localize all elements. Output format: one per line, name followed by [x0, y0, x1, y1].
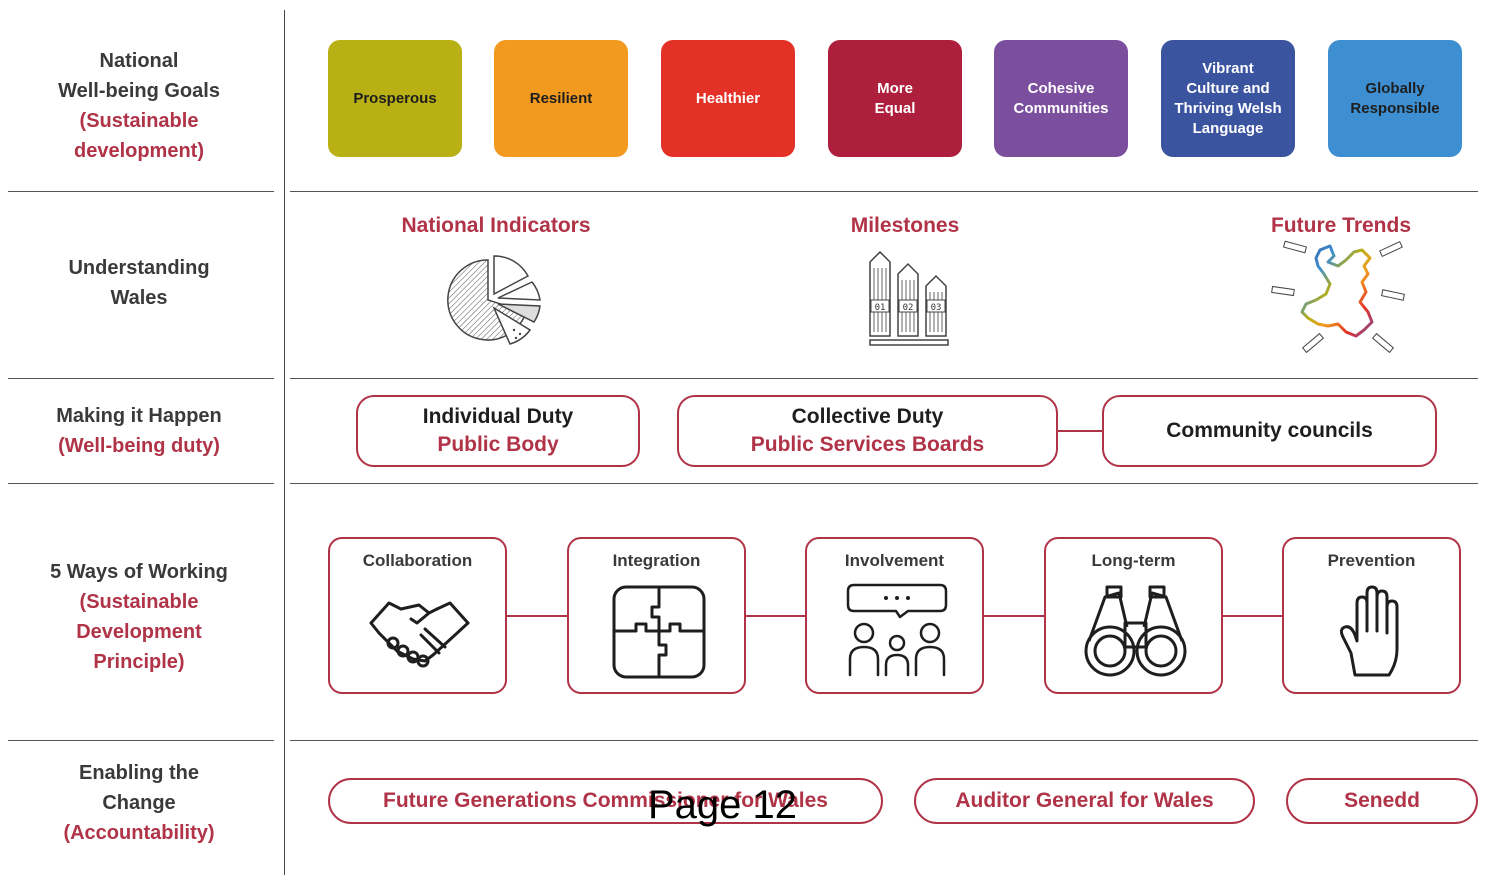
way-involvement: Involvement [805, 537, 984, 694]
goal-prosperous: Prosperous [328, 40, 462, 157]
ways-connector [982, 615, 1044, 617]
way-label: Involvement [844, 551, 945, 570]
column-divider [284, 10, 285, 875]
ways-connector [744, 615, 806, 617]
milestone-label: 01 [875, 303, 886, 313]
goal-resilient: Resilient [494, 40, 628, 157]
accountability-auditor-general: Auditor General for Wales [914, 778, 1255, 824]
way-collaboration: Collaboration [328, 537, 507, 694]
row-label-understanding: Understanding Wales [68, 257, 210, 309]
way-label: Prevention [1327, 551, 1416, 570]
milestone-label: 03 [931, 303, 942, 313]
way-integration: Integration [567, 537, 746, 694]
row-label-enabling: Enabling the Change (Accountability) [63, 762, 215, 844]
duty-individual: Individual Duty Public Body [356, 395, 640, 467]
goal-vibrant-culture: Vibrant Culture and Thriving Welsh Langu… [1161, 40, 1295, 157]
page-number: Page 12 [648, 783, 798, 827]
ways-connector [1221, 615, 1283, 617]
goal-globally-responsible: Globally Responsible [1328, 40, 1462, 157]
way-label: Integration [612, 551, 701, 570]
milestones-title: Milestones [850, 214, 960, 237]
milestone-label: 02 [903, 303, 914, 313]
row-divider [290, 191, 1478, 192]
people-speech-icon [846, 583, 948, 677]
row-divider [290, 378, 1478, 379]
row-label-ways: 5 Ways of Working (Sustainable Developme… [50, 561, 228, 673]
puzzle-icon [612, 585, 706, 679]
accountability-future-generations-commissioner: Future Generations Commissioner for Wale… [328, 778, 883, 824]
way-label: Collaboration [362, 551, 473, 570]
way-prevention: Prevention [1282, 537, 1461, 694]
goal-healthier: Healthier [661, 40, 795, 157]
binoculars-icon [1084, 585, 1187, 677]
row-label-making: Making it Happen (Well-being duty) [56, 405, 222, 457]
way-label: Long-term [1091, 551, 1176, 570]
row-divider [8, 378, 274, 379]
row-divider [290, 740, 1478, 741]
pie-chart-sketch-icon [447, 255, 541, 345]
row-divider [290, 483, 1478, 484]
wales-map-arrows-icon [1271, 240, 1405, 354]
duty-collective: Collective Duty Public Services Boards [677, 395, 1058, 467]
row-divider [8, 483, 274, 484]
duty-community-councils: Community councils [1102, 395, 1437, 467]
national-indicators-title: National Indicators [401, 214, 591, 237]
row-divider [8, 740, 274, 741]
row-divider [8, 191, 274, 192]
handshake-icon [369, 601, 470, 668]
accountability-senedd: Senedd [1286, 778, 1478, 824]
future-trends-title: Future Trends [1270, 214, 1412, 237]
milestones-bars-icon: 01 02 03 [869, 250, 949, 346]
raised-hand-icon [1339, 585, 1399, 677]
goal-cohesive-communities: Cohesive Communities [994, 40, 1128, 157]
duty-connector [1057, 430, 1103, 432]
goal-more-equal: More Equal [828, 40, 962, 157]
way-long-term: Long-term [1044, 537, 1223, 694]
ways-connector [506, 615, 568, 617]
row-label-goals: National Well-being Goals (Sustainable d… [58, 50, 220, 162]
